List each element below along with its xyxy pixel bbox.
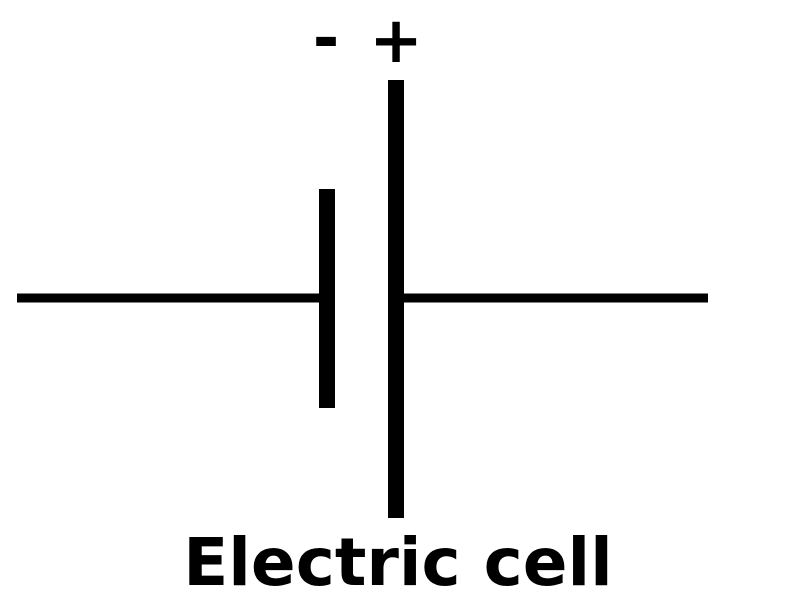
positive-terminal-label: + [369, 4, 423, 78]
diagram-caption: Electric cell [183, 524, 613, 601]
negative-terminal-label: - [313, 2, 340, 76]
